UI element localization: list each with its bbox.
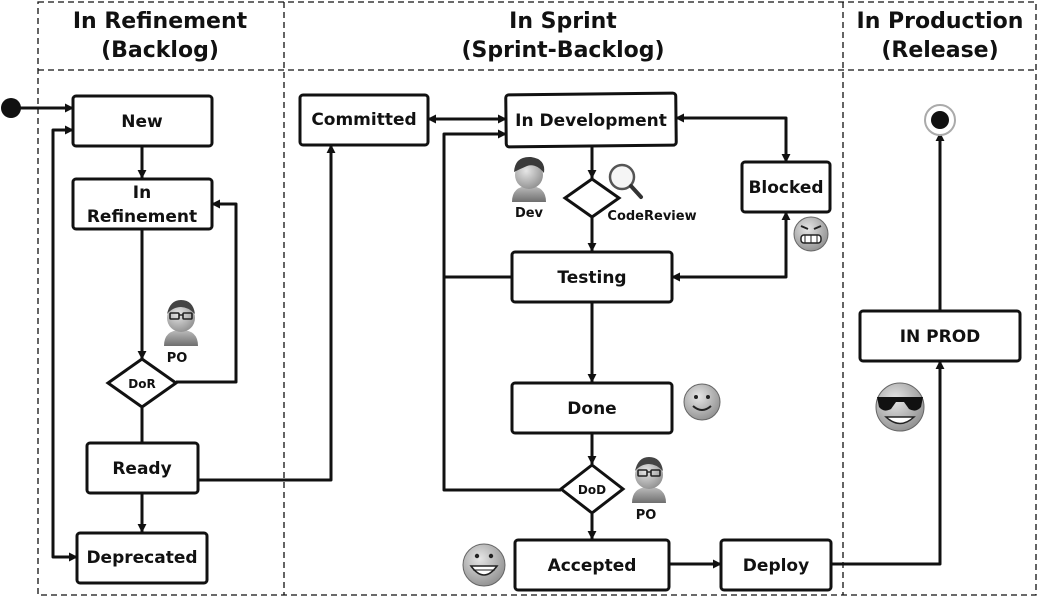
state-done-label: Done <box>567 399 616 419</box>
lane-title-refinement: In Refinement <box>73 9 248 34</box>
person-glasses-icon <box>164 300 198 346</box>
magnifier-icon <box>608 163 643 199</box>
state-in-refinement: In Refinement <box>71 177 214 231</box>
state-deploy: Deploy <box>719 538 833 592</box>
person-glasses-icon <box>632 457 666 503</box>
arrow-dor-back-to-refinement <box>176 199 238 384</box>
state-accepted: Accepted <box>513 538 671 592</box>
lane-subtitle-production: (Release) <box>881 38 998 63</box>
state-done: Done <box>510 381 674 435</box>
actor-po-refinement-label: PO <box>167 351 188 366</box>
state-in-refinement-label-line2: Refinement <box>87 207 197 227</box>
lane-header-refinement: In Refinement (Backlog) <box>73 9 248 63</box>
code-review-label: CodeReview <box>607 209 696 224</box>
state-blocked: Blocked <box>740 160 832 214</box>
state-in-prod-label: IN PROD <box>900 327 981 347</box>
grinning-face-icon <box>462 543 506 587</box>
state-committed-label: Committed <box>311 110 416 130</box>
start-node <box>1 98 21 118</box>
state-in-prod: IN PROD <box>858 309 1022 363</box>
arrow-deploy-to-inprod <box>831 360 945 566</box>
line-dod-back-to-testing <box>442 277 561 492</box>
lane-title-production: In Production <box>857 9 1024 34</box>
swimlanes <box>37 1 1037 596</box>
smiley-face-icon <box>683 383 721 421</box>
actor-dev-label: Dev <box>515 206 544 221</box>
state-deploy-label: Deploy <box>743 556 809 576</box>
actor-po-sprint-label: PO <box>636 508 657 523</box>
swimlane-frame <box>37 1 1037 596</box>
state-in-refinement-label-line1: In <box>133 183 151 203</box>
connectors <box>11 103 945 569</box>
developer-person-icon <box>512 156 546 202</box>
state-committed: Committed <box>298 93 430 147</box>
gate-dor: DoR <box>105 357 179 409</box>
state-testing-label: Testing <box>557 268 626 288</box>
gate-dod: DoD <box>558 463 626 515</box>
state-ready: Ready <box>85 441 200 495</box>
state-accepted-label: Accepted <box>548 556 637 576</box>
arrow-testing-back-to-development <box>442 129 512 279</box>
state-deprecated-label: Deprecated <box>86 548 197 568</box>
state-new: New <box>71 94 214 148</box>
lane-subtitle-refinement: (Backlog) <box>101 38 219 63</box>
state-blocked-label: Blocked <box>748 178 823 198</box>
state-ready-label: Ready <box>112 459 171 479</box>
arrow-new-deprecated <box>51 125 78 562</box>
gate-codereview <box>562 177 622 219</box>
lane-header-sprint: In Sprint (Sprint-Backlog) <box>461 9 664 63</box>
state-in-development-label: In Development <box>515 111 667 131</box>
state-deprecated: Deprecated <box>75 531 209 585</box>
arrow-ready-to-committed <box>198 144 336 482</box>
state-testing: Testing <box>510 250 674 304</box>
state-in-development: In Development <box>504 91 678 149</box>
lane-subtitle-sprint: (Sprint-Backlog) <box>461 38 664 63</box>
gate-dod-label: DoD <box>578 483 606 497</box>
frustrated-face-icon <box>793 216 829 252</box>
gate-dor-label: DoR <box>128 377 155 391</box>
arrow-development-blocked <box>675 113 791 163</box>
lane-header-production: In Production (Release) <box>857 9 1024 63</box>
arrow-blocked-testing <box>671 211 791 282</box>
sunglasses-face-icon <box>875 382 925 432</box>
state-new-label: New <box>121 112 163 132</box>
end-node <box>924 104 956 136</box>
lane-title-sprint: In Sprint <box>509 9 617 34</box>
